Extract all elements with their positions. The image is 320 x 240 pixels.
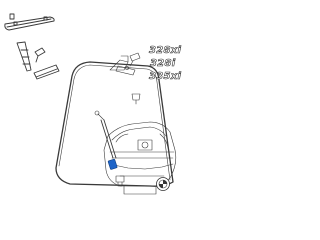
clip-fastener — [34, 47, 46, 63]
rubber-buffer — [115, 175, 125, 187]
parts-diagram: 328xi 328i 335xi — [4, 13, 182, 195]
badge-335xi: 335xi — [149, 71, 182, 82]
screw-fastener — [131, 93, 141, 105]
wire-harness — [16, 41, 32, 72]
rear-window-seal — [55, 61, 174, 187]
tailgate-panel — [103, 121, 177, 195]
strut-highlight — [107, 158, 118, 170]
badge-328xi: 328xi — [149, 45, 182, 56]
gas-strut — [94, 110, 118, 170]
roundel-emblem — [156, 177, 170, 191]
latch-bracket — [129, 52, 141, 67]
spoiler-brake-light-housing — [4, 13, 55, 31]
rear-window-seal-inner — [58, 64, 171, 181]
trim-strip — [33, 64, 60, 80]
hinge-assembly — [109, 55, 136, 76]
badge-328i: 328i — [150, 58, 176, 69]
